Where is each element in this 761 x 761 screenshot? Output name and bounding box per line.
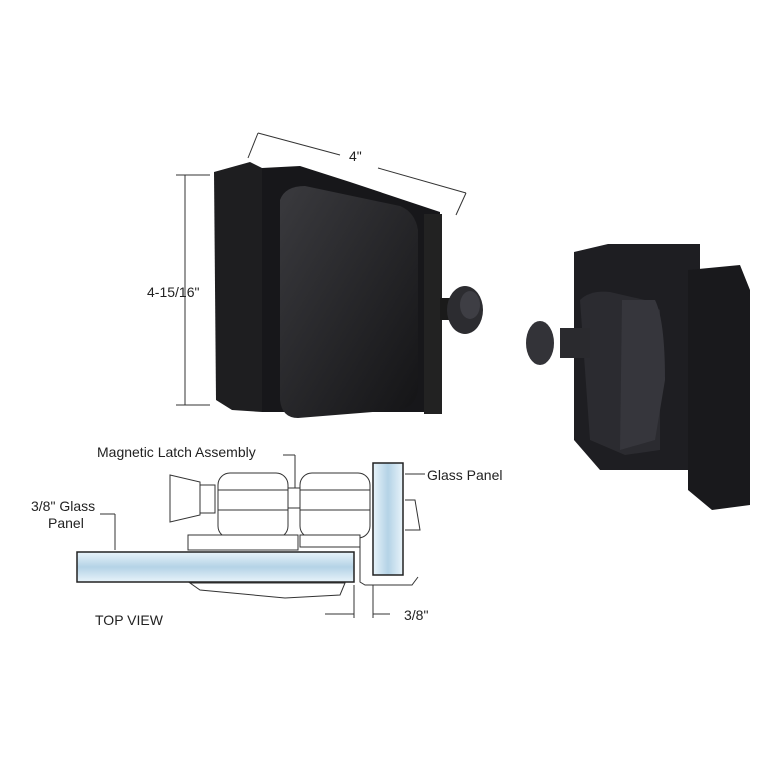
glass-thickness-callout-line2: Panel [48,515,84,531]
top-view-label: TOP VIEW [95,612,163,628]
magnetic-latch-callout: Magnetic Latch Assembly [97,444,256,460]
glass-panel-callout: Glass Panel [427,467,503,483]
width-dimension-label: 4" [349,148,362,164]
top-view-drawing [76,454,425,618]
glass-thickness-callout-line1: 3/8" Glass [31,498,96,514]
dimension-lines [176,132,467,406]
height-dimension-label: 4-15/16" [147,284,200,300]
gap-dimension-label: 3/8" [404,607,429,623]
latch-rear-view [526,244,750,510]
latch-front-view [214,162,483,418]
